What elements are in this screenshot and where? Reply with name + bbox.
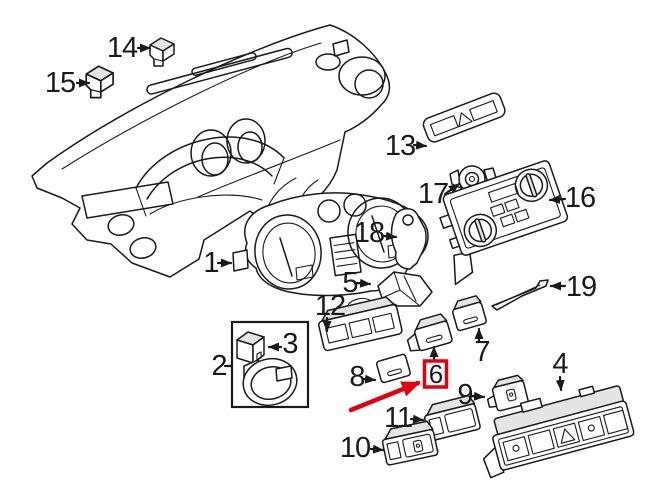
- callout-14: 14: [107, 32, 138, 64]
- part-3-switch: [236, 331, 265, 364]
- dashboard-illustration: [31, 24, 391, 278]
- highlight-group: 6: [348, 359, 449, 413]
- callout-18: 18: [354, 217, 384, 249]
- leader-4: [555, 375, 565, 392]
- callout-6: 6: [429, 359, 443, 389]
- leader-13: [412, 140, 428, 150]
- callout-5: 5: [342, 267, 357, 299]
- leader-5: [355, 278, 372, 288]
- callout-labels: 14 15 13 17 16 18 1 5 12 19 2 3 8 7 9 4 …: [45, 32, 597, 464]
- part-4-switch-panel: [482, 385, 635, 479]
- callout-2: 2: [211, 350, 226, 382]
- hazard-triangle-icon: [458, 112, 473, 128]
- callout-9: 9: [457, 379, 472, 411]
- part-10-switch: [381, 420, 439, 466]
- leader-11: [409, 414, 425, 424]
- callout-8: 8: [349, 361, 364, 393]
- part-2-group-box: [230, 320, 310, 409]
- part-12-switch-bank: [318, 296, 403, 352]
- callout-1: 1: [203, 247, 218, 279]
- leader-9: [469, 391, 486, 401]
- callout-17: 17: [418, 178, 448, 210]
- leader-18: [382, 231, 398, 241]
- callout-19: 19: [566, 271, 596, 303]
- highlight-box: [422, 359, 449, 389]
- part-14-sensor: [149, 37, 175, 67]
- leader-16: [548, 194, 567, 204]
- part-13-switch-strip: [422, 92, 506, 143]
- leader-8: [361, 374, 377, 384]
- callout-13: 13: [385, 130, 415, 162]
- part-9-switch: [486, 374, 529, 412]
- callout-7: 7: [474, 336, 489, 368]
- headlight-switch: [242, 357, 298, 407]
- hazard-triangle-icon: [560, 428, 576, 444]
- part-16-climate-control: [439, 160, 569, 286]
- callout-10: 10: [340, 432, 370, 464]
- part-8-switch-blank: [375, 353, 411, 384]
- part-19-trim-strip: [491, 279, 549, 311]
- part-15-sensor: [85, 65, 114, 99]
- part-7-switch-blank: [451, 295, 487, 332]
- callout-11: 11: [384, 402, 412, 434]
- part-18-bracket: [390, 208, 427, 270]
- part-11-switch: [423, 394, 481, 442]
- highlight-arrow: [348, 380, 421, 413]
- callout-leader-arrows: [75, 43, 567, 454]
- callout-3: 3: [282, 328, 297, 360]
- callout-15: 15: [45, 67, 75, 99]
- leader-17: [443, 182, 461, 196]
- callout-12: 12: [315, 290, 345, 322]
- callout-16: 16: [565, 182, 595, 214]
- part-6-switch: [406, 313, 453, 352]
- leader-10: [369, 444, 385, 454]
- callout-4: 4: [552, 348, 568, 380]
